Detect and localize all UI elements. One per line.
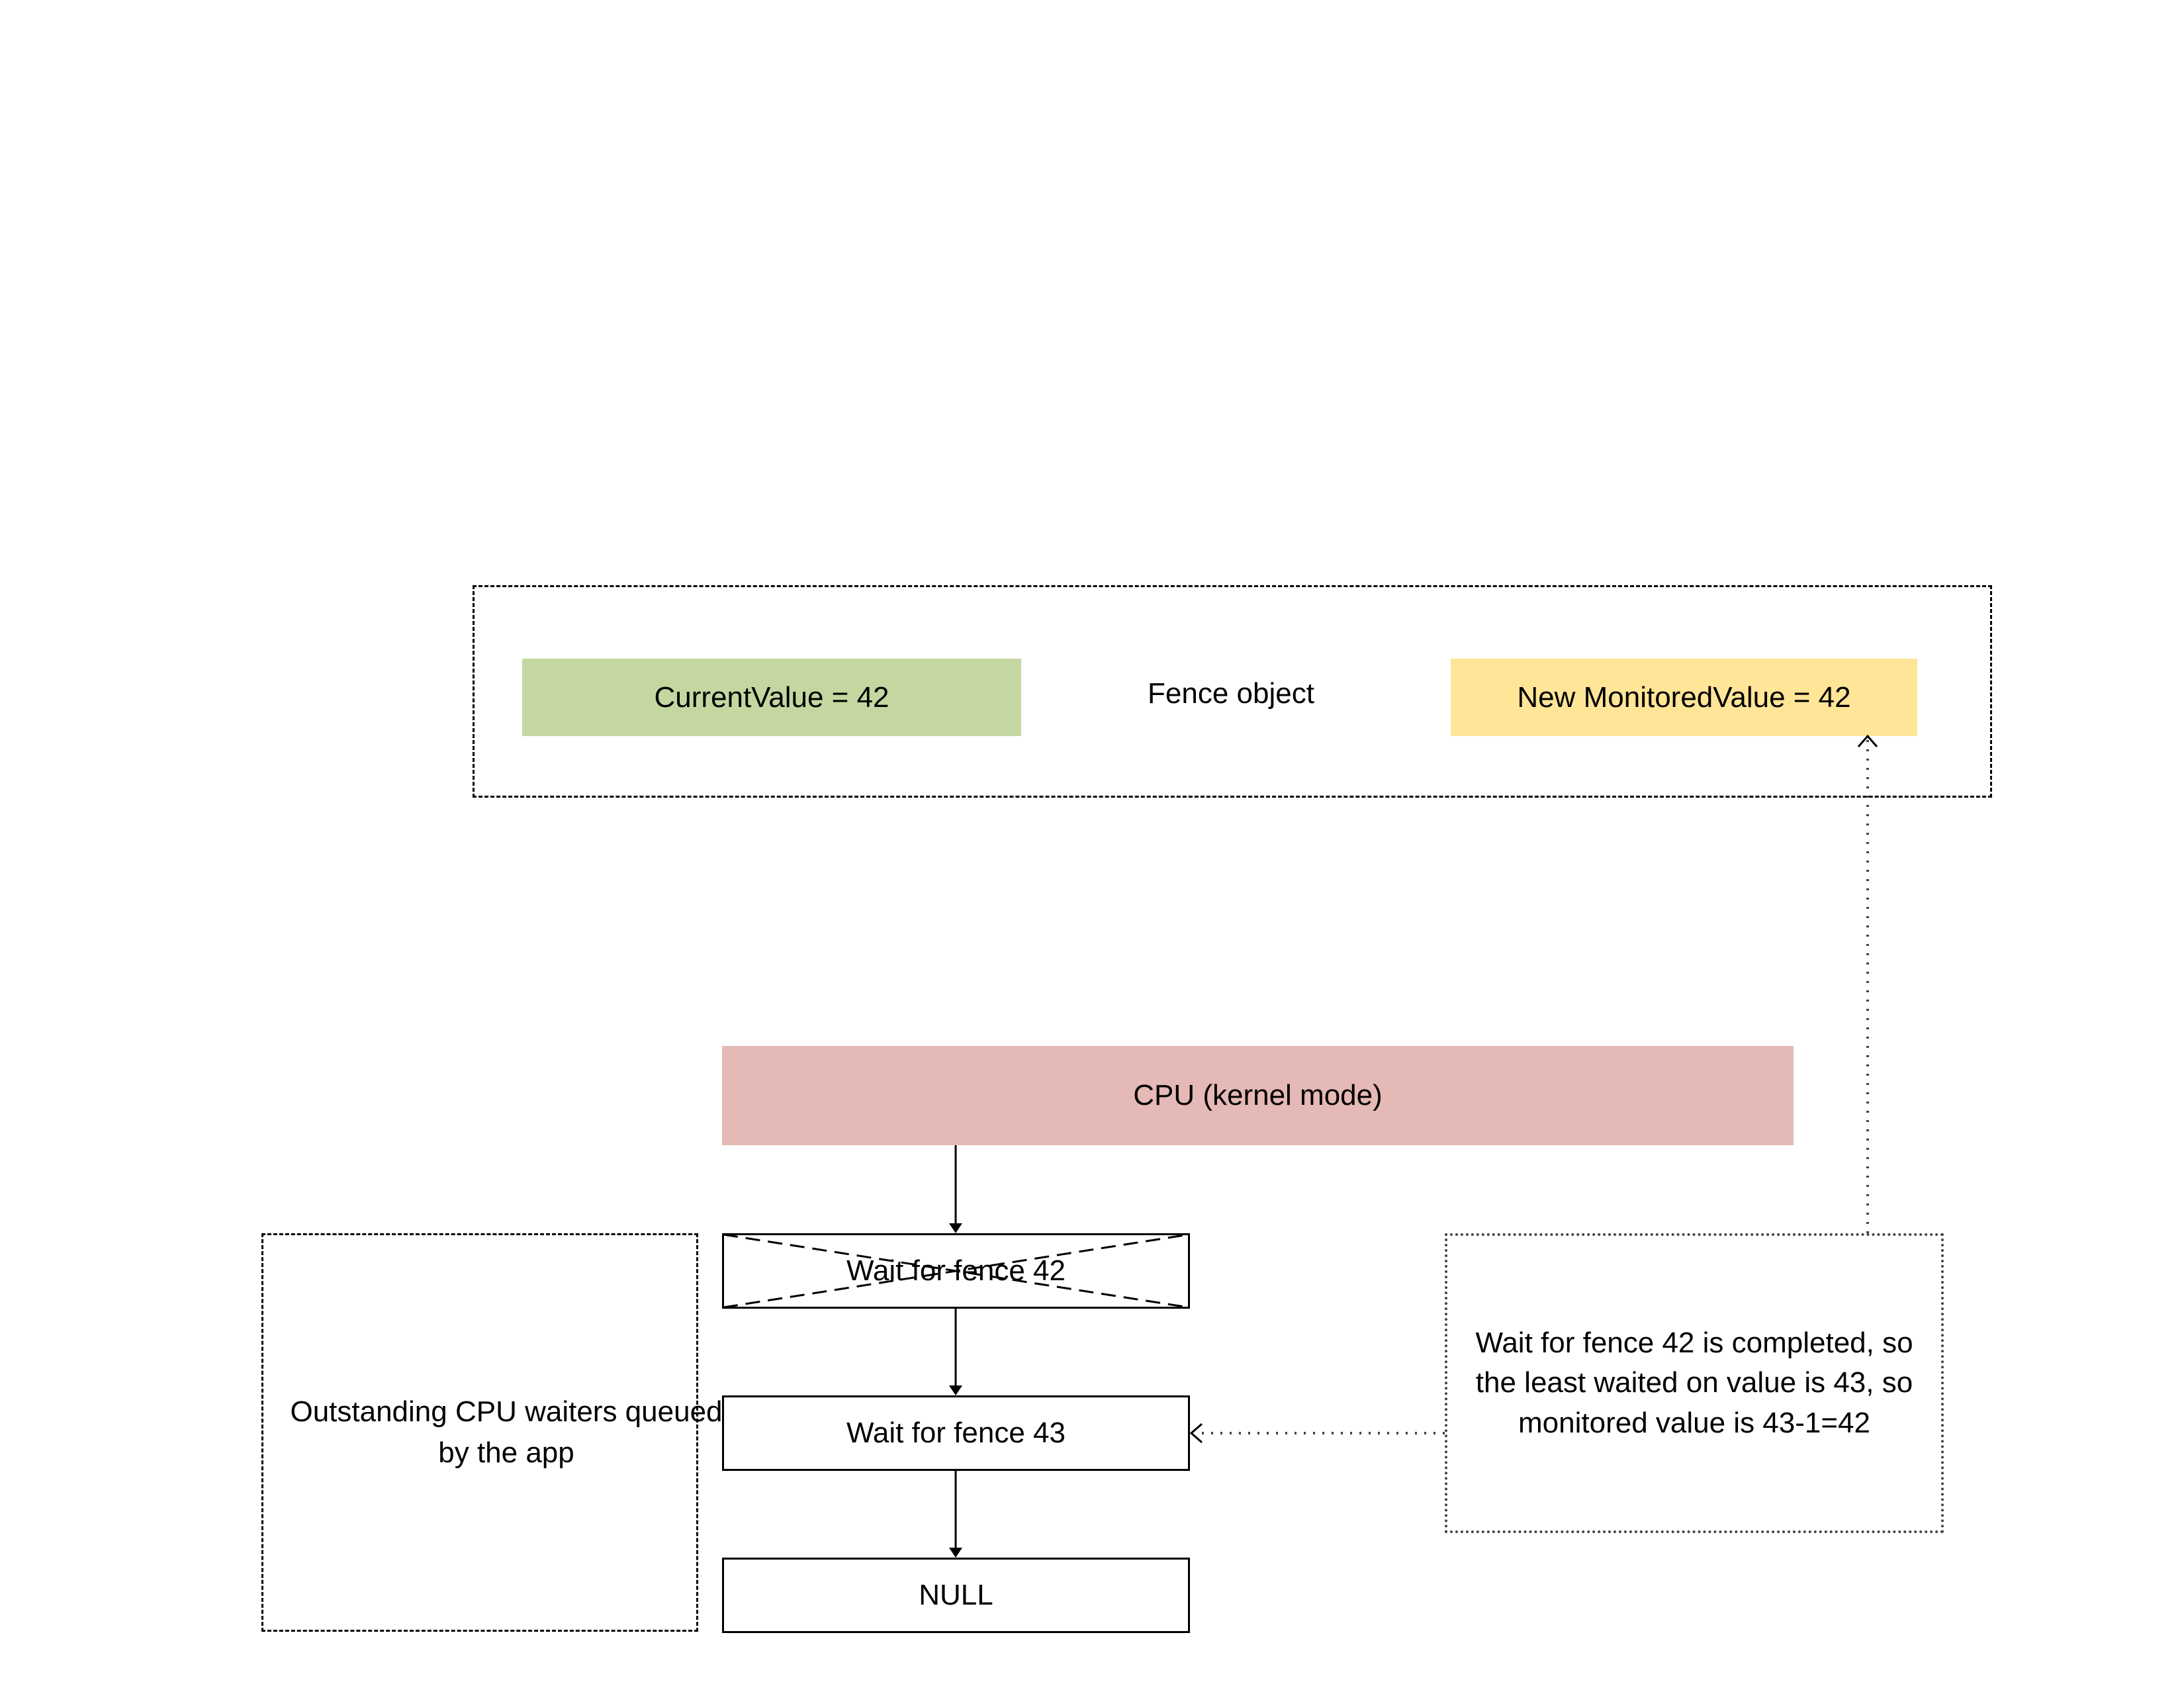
cpu-label: CPU (kernel mode) <box>1133 1079 1383 1112</box>
monitored-value-label: New MonitoredValue = 42 <box>1517 680 1851 714</box>
queue-item-label: Wait for fence 43 <box>846 1417 1066 1450</box>
cpu-kernel-mode-box: CPU (kernel mode) <box>722 1046 1794 1145</box>
monitored-value-box: New MonitoredValue = 42 <box>1451 659 1917 736</box>
fence-object-group <box>473 585 1992 798</box>
waiters-label-container: Outstanding CPU waiters queued by the ap… <box>263 1235 749 1630</box>
cpu-to-wait42-arrow <box>949 1145 962 1233</box>
waiters-label: Outstanding CPU waiters queued by the ap… <box>290 1395 723 1469</box>
wait43-to-null-arrow <box>949 1471 962 1558</box>
note-to-monitored-value-arrow <box>1857 734 1878 1233</box>
current-value-label: CurrentValue = 42 <box>654 680 889 714</box>
fence-object-title: Fence object <box>1059 667 1403 720</box>
queue-item-null: NULL <box>722 1558 1190 1633</box>
wait42-to-wait43-arrow <box>949 1309 962 1395</box>
completion-note-text: Wait for fence 42 is completed, so the l… <box>1475 1327 1913 1439</box>
queue-item-wait-43: Wait for fence 43 <box>722 1395 1190 1471</box>
current-value-box: CurrentValue = 42 <box>522 659 1021 736</box>
completion-note-box: Wait for fence 42 is completed, so the l… <box>1445 1233 1944 1533</box>
queue-item-label: Wait for fence 42 <box>846 1254 1066 1288</box>
queue-item-wait-42: Wait for fence 42 <box>722 1233 1190 1309</box>
fence-object-label: Fence object <box>1148 677 1314 710</box>
queue-item-label: NULL <box>919 1579 993 1612</box>
outstanding-waiters-group: Outstanding CPU waiters queued by the ap… <box>261 1233 723 1632</box>
note-to-wait43-arrow <box>1189 1423 1445 1444</box>
